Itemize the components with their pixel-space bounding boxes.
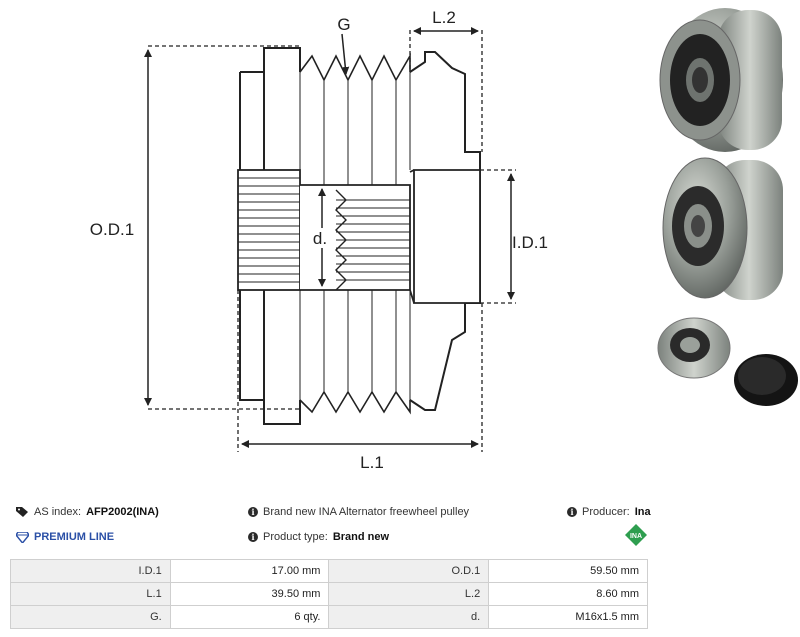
spec-value: 39.50 mm — [169, 582, 330, 606]
info-icon: i — [567, 507, 577, 517]
product-photo-angled — [659, 8, 783, 152]
spline-lines — [238, 177, 300, 283]
info-icon: i — [248, 507, 258, 517]
spec-label: L.2 — [328, 582, 490, 606]
ribs-bottom — [299, 390, 411, 415]
ribs-top — [299, 53, 411, 82]
spec-label: L.1 — [10, 582, 171, 606]
product-description: i Brand new INA Alternator freewheel pul… — [248, 506, 469, 518]
rib-lines — [299, 72, 411, 400]
diamond-icon — [16, 531, 29, 543]
ina-logo-text: INA — [630, 533, 642, 540]
product-photo-front — [662, 157, 783, 300]
producer: i Producer: Ina — [567, 506, 651, 518]
product-type-value: Brand new — [332, 531, 390, 543]
product-type-label: Product type: — [263, 531, 328, 543]
spec-table: I.D.1 17.00 mm O.D.1 59.50 mm L.1 39.50 … — [10, 559, 648, 629]
as-index-value: AFP2002(INA) — [86, 506, 159, 518]
info-icon: i — [248, 532, 258, 542]
dimension-id1: I.D.1 — [480, 169, 548, 304]
dimension-g: G — [337, 15, 351, 75]
dimension-od1: O.D.1 — [80, 45, 300, 410]
as-index-label: AS index: — [34, 506, 82, 518]
label-l2: L.2 — [432, 8, 456, 27]
ina-brand-logo: INA — [625, 524, 647, 546]
thread-profile — [335, 189, 347, 291]
spec-label: d. — [328, 605, 490, 629]
description-text: Brand new INA Alternator freewheel pulle… — [263, 506, 470, 518]
thread-lines — [336, 199, 410, 281]
premium-line-badge: PREMIUM LINE — [16, 531, 114, 543]
producer-value: Ina — [634, 506, 651, 518]
pulley-technical-drawing: O.D.1 I.D.1 L.1 L.2 G d. — [80, 8, 798, 472]
spec-value: M16x1.5 mm — [488, 605, 648, 629]
dimension-l2: L.2 — [409, 8, 483, 152]
dimension-d: d. — [308, 188, 332, 287]
spec-label: G. — [10, 605, 171, 629]
spec-value: 59.50 mm — [488, 559, 648, 583]
label-l1: L.1 — [360, 453, 384, 472]
dimension-l1: L.1 — [237, 290, 483, 472]
splined-hub — [237, 169, 301, 291]
label-id1: I.D.1 — [512, 233, 548, 252]
spec-label: O.D.1 — [328, 559, 490, 583]
label-od1: O.D.1 — [90, 220, 134, 239]
premium-label: PREMIUM LINE — [34, 531, 115, 543]
table-row: I.D.1 17.00 mm O.D.1 59.50 mm — [10, 559, 648, 583]
label-d: d. — [313, 229, 327, 248]
spec-label: I.D.1 — [10, 559, 171, 583]
product-photo-with-cap — [657, 317, 798, 406]
spec-value: 8.60 mm — [488, 582, 648, 606]
table-row: G. 6 qty. d. M16x1.5 mm — [10, 605, 648, 629]
product-type: i Product type: Brand new — [248, 531, 389, 543]
table-row: L.1 39.50 mm L.2 8.60 mm — [10, 582, 648, 606]
spec-value: 17.00 mm — [169, 559, 330, 583]
label-g: G — [337, 15, 350, 34]
producer-label: Producer: — [582, 506, 630, 518]
as-index: AS index: AFP2002(INA) — [16, 506, 159, 518]
tag-icon — [16, 506, 29, 518]
spec-value: 6 qty. — [169, 605, 330, 629]
